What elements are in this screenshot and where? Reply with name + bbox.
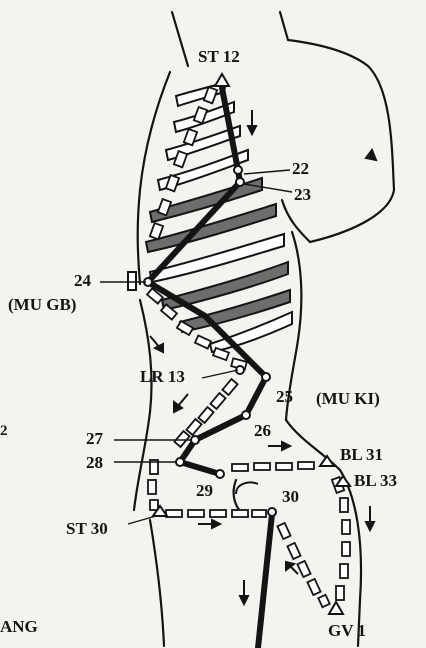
label-mu-ki: (MU KI): [316, 390, 380, 407]
label-29: 29: [196, 482, 213, 499]
label-bl31: BL 31: [340, 446, 383, 463]
label-28: 28: [86, 454, 103, 471]
label-26: 26: [254, 422, 271, 439]
label-ang: ANG: [0, 618, 38, 635]
point-22: [234, 166, 242, 174]
label-25: 25: [276, 388, 293, 405]
label-bl33: BL 33: [354, 472, 397, 489]
point-25: [262, 373, 270, 381]
point-28: [176, 458, 184, 466]
point-gv1-triangle: [329, 602, 343, 614]
label-24: 24: [74, 272, 91, 289]
point-27: [191, 436, 199, 444]
label-st12: ST 12: [198, 48, 240, 65]
label-30: 30: [282, 488, 299, 505]
dashed-channel: [147, 87, 350, 607]
label-mu-gb: (MU GB): [8, 296, 76, 313]
label-gv1: GV 1: [328, 622, 366, 639]
label-23: 23: [294, 186, 311, 203]
label-lr13: LR 13: [140, 368, 185, 385]
label-st30: ST 30: [66, 520, 108, 537]
point-23: [236, 178, 244, 186]
point-29: [216, 470, 224, 478]
point-26: [242, 411, 250, 419]
point-st12-triangle: [215, 74, 229, 86]
point-24: [128, 272, 136, 290]
label-edge-mark: 2: [0, 424, 8, 439]
label-27: 27: [86, 430, 103, 447]
point-30: [268, 508, 276, 516]
label-22: 22: [292, 160, 309, 177]
point-bl31-triangle: [320, 456, 334, 466]
